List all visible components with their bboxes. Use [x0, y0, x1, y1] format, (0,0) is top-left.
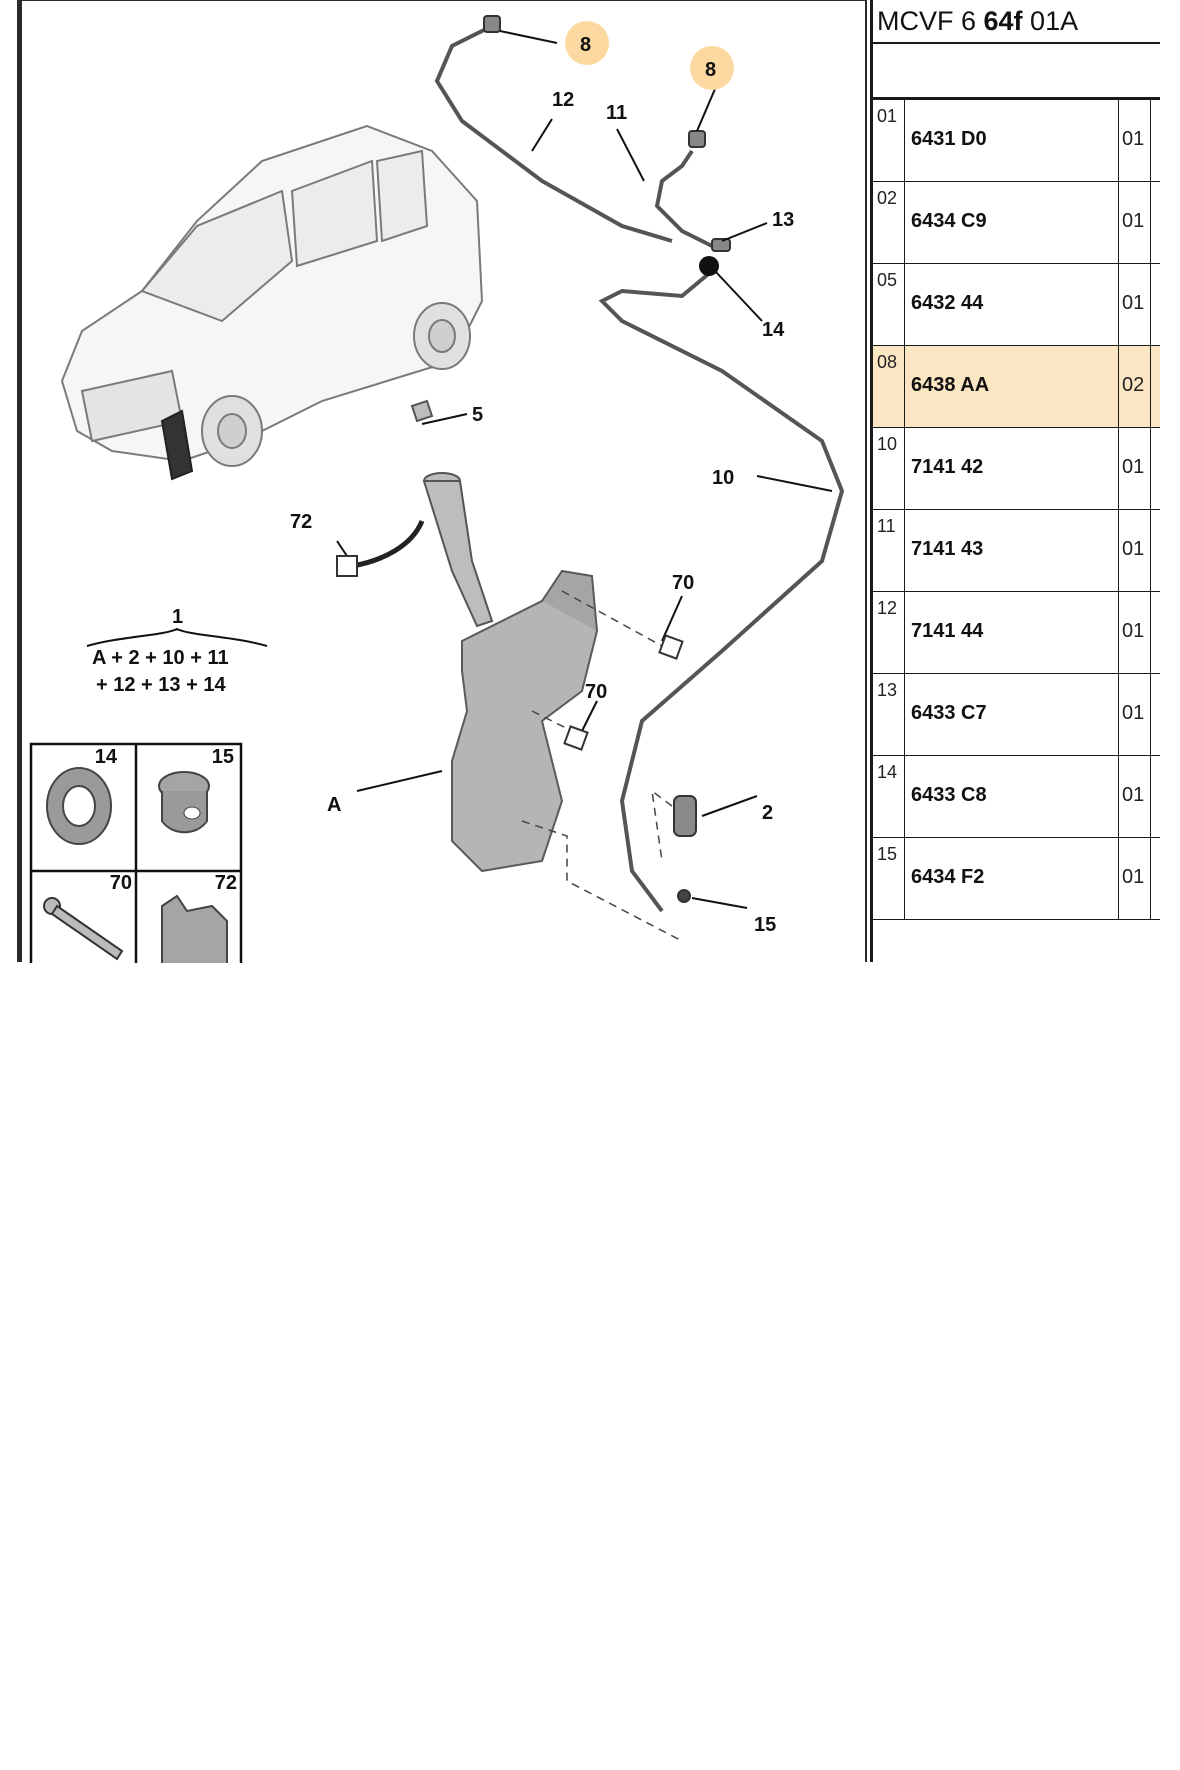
kit-formula-line-2: + 12 + 13 + 14: [96, 674, 226, 696]
part-quantity: 01: [1118, 510, 1148, 591]
pump-unit: [673, 795, 697, 903]
row-index: 14: [873, 756, 905, 837]
clip-72-image: [161, 894, 228, 963]
marker-squares: [336, 555, 684, 751]
callout-10: 10: [712, 467, 734, 489]
exploded-parts-diagram: 8 8 12 11 13 14 5 10 72 70 70 A 2 15 1 A…: [17, 0, 867, 963]
rivet-70-image: [43, 897, 124, 961]
table-row[interactable]: 08 6438 AA 02: [873, 346, 1160, 428]
table-row[interactable]: 12 7141 44 01: [873, 592, 1160, 674]
filler-neck: [410, 399, 494, 628]
inset-label-14: 14: [95, 746, 118, 768]
callout-A: A: [327, 794, 341, 816]
row-tail-column: [1150, 264, 1160, 345]
part-reference: 6438 AA: [911, 374, 990, 396]
table-row[interactable]: 14 6433 C8 01: [873, 756, 1160, 838]
row-tail-column: [1150, 592, 1160, 673]
part-reference: 6434 C9: [911, 210, 987, 232]
table-row[interactable]: 10 7141 42 01: [873, 428, 1160, 510]
row-index: 01: [873, 100, 905, 181]
callout-12: 12: [552, 89, 574, 111]
sheet-code-suffix: 01A: [1022, 6, 1079, 36]
row-tail-column: [1150, 182, 1160, 263]
callout-8-highlight-a: [565, 21, 609, 65]
callout-70-a: 70: [672, 572, 694, 594]
sheet-code-header: MCVF 6 64f 01A: [873, 0, 1160, 44]
table-row[interactable]: 15 6434 F2 01: [873, 838, 1160, 920]
row-index: 08: [873, 346, 905, 427]
sheet-code-prefix: MCVF 6: [877, 6, 984, 36]
callout-5: 5: [472, 404, 483, 426]
table-row[interactable]: 05 6432 44 01: [873, 264, 1160, 346]
callout-14: 14: [762, 319, 785, 341]
part-reference: 7141 44: [911, 620, 984, 642]
leader-lines: [336, 30, 833, 909]
part-quantity: 01: [1118, 428, 1148, 509]
part-quantity: 01: [1118, 182, 1148, 263]
callout-8-a: 8: [580, 34, 591, 56]
row-tail-column: [1150, 346, 1160, 427]
row-index: 02: [873, 182, 905, 263]
row-index: 12: [873, 592, 905, 673]
row-index: 11: [873, 510, 905, 591]
part-quantity: 01: [1118, 100, 1148, 181]
row-tail-column: [1150, 428, 1160, 509]
clip-72-strap: [351, 519, 425, 569]
nozzles: [483, 15, 731, 252]
row-index: 10: [873, 428, 905, 509]
part-reference: 7141 43: [911, 538, 984, 560]
van-illustration: [60, 124, 484, 481]
callout-8-b: 8: [705, 59, 716, 81]
part-reference: 6433 C7: [911, 702, 987, 724]
row-tail-column: [1150, 510, 1160, 591]
hose-lines: [434, 24, 845, 913]
part-quantity: 02: [1118, 346, 1148, 427]
connector-dot: [699, 256, 719, 276]
callout-11: 11: [606, 102, 627, 124]
row-index: 13: [873, 674, 905, 755]
row-tail-column: [1150, 100, 1160, 181]
kit-brace: [86, 627, 268, 647]
part-quantity: 01: [1118, 592, 1148, 673]
table-row[interactable]: 01 6431 D0 01: [873, 100, 1160, 182]
inset-detail-grid: 14 15 70 72: [29, 742, 243, 963]
part-reference: 7141 42: [911, 456, 984, 478]
row-tail-column: [1150, 838, 1160, 919]
callout-70-b: 70: [585, 681, 607, 703]
part-quantity: 01: [1118, 674, 1148, 755]
row-index: 05: [873, 264, 905, 345]
callout-13: 13: [772, 209, 794, 231]
row-tail-column: [1150, 674, 1160, 755]
part-reference: 6433 C8: [911, 784, 987, 806]
part-reference: 6431 D0: [911, 128, 987, 150]
row-tail-column: [1150, 756, 1160, 837]
part-reference: 6434 F2: [911, 866, 985, 888]
row-index: 15: [873, 838, 905, 919]
table-row[interactable]: 02 6434 C9 01: [873, 182, 1160, 264]
table-row[interactable]: 11 7141 43 01: [873, 510, 1160, 592]
inset-label-70: 70: [110, 872, 132, 894]
callout-8-highlight-b: [690, 46, 734, 90]
inset-label-15: 15: [212, 746, 234, 768]
part-reference: 6432 44: [911, 292, 984, 314]
table-row[interactable]: 13 6433 C7 01: [873, 674, 1160, 756]
table-header-spacer: [873, 44, 1160, 100]
callout-15: 15: [754, 914, 776, 936]
sheet-code-bold: 64f: [983, 6, 1023, 36]
part-quantity: 01: [1118, 838, 1148, 919]
callout-2: 2: [762, 802, 773, 824]
part-quantity: 01: [1118, 264, 1148, 345]
inset-label-72: 72: [215, 872, 237, 894]
kit-number: 1: [172, 606, 183, 628]
part-quantity: 01: [1118, 756, 1148, 837]
kit-formula-line-1: A + 2 + 10 + 11: [92, 647, 229, 669]
callout-72: 72: [290, 511, 312, 533]
diagram-canvas: 8 8 12 11 13 14 5 10 72 70 70 A 2 15 1 A…: [29, 15, 845, 963]
